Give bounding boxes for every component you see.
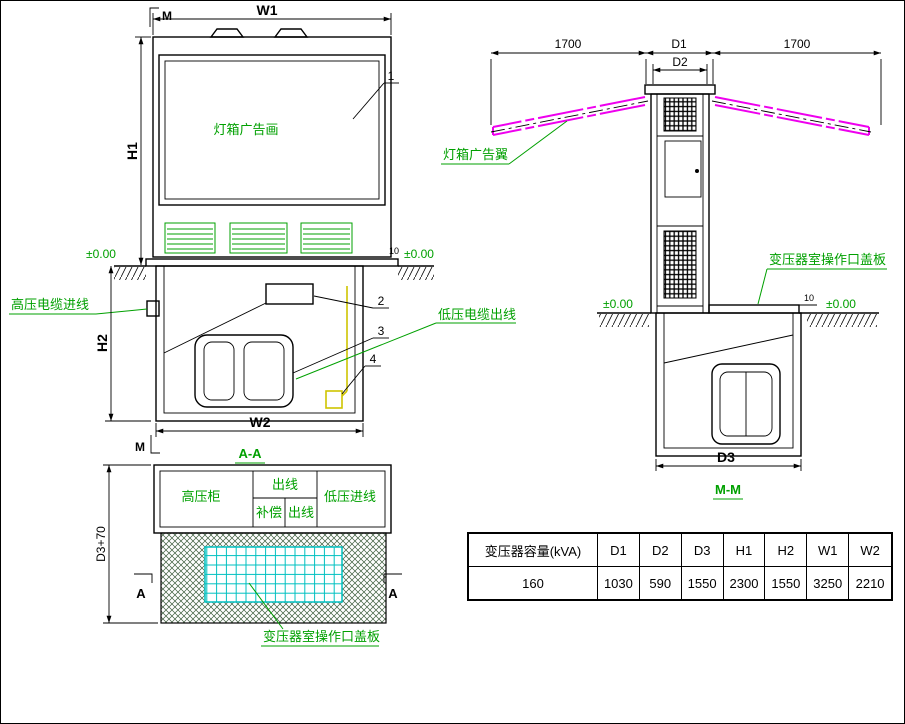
cable-tray-line xyxy=(163,302,267,354)
dim-1700-right-label: 1700 xyxy=(784,37,811,51)
column-cap xyxy=(644,84,716,95)
level-right-label-side: ±0.00 xyxy=(826,297,856,311)
dim-h1-label: H1 xyxy=(124,142,140,160)
door-handle xyxy=(695,169,699,173)
section-marker-m-top: M xyxy=(162,9,172,23)
ad-panel-frame xyxy=(158,54,386,206)
section-title-mm: M-M xyxy=(715,482,741,497)
level-right-label: ±0.00 xyxy=(404,247,434,261)
dim-1700-left-label: 1700 xyxy=(555,37,582,51)
table-value-cell: 2210 xyxy=(855,575,885,591)
level-left-label: ±0.00 xyxy=(86,247,116,261)
side-view: 1700 D1 1700 D2 灯箱广告翼 xyxy=(441,37,887,500)
table-header-cell: D3 xyxy=(681,534,724,567)
roof-vent-right xyxy=(273,28,309,38)
table-header-row: 变压器容量(kVA) D1 D2 D3 H1 H2 W1 W2 xyxy=(469,534,891,567)
offset-10-label: 10 xyxy=(389,246,399,256)
ad-panel-inner xyxy=(164,60,380,200)
lv-cable-out-label: 低压电缆出线 xyxy=(438,307,516,322)
table-header-cell: W1 xyxy=(807,534,850,567)
section-cut-mark-a-right xyxy=(383,573,402,583)
ground-hatch-right-side xyxy=(807,314,877,327)
plan-view: 高压柜 出线 补偿 出线 低压进线 D3+70 A A 变压器室操作口盖板 xyxy=(94,464,402,647)
ground-hatch-left xyxy=(114,267,146,280)
table-value-cell: 1550 xyxy=(765,567,808,599)
dim-w1-label: W1 xyxy=(257,2,278,18)
offset-10-label-side: 10 xyxy=(804,293,814,303)
table-header-cell: D2 xyxy=(639,534,682,567)
section-title-aa: A-A xyxy=(238,446,262,461)
transformer-side xyxy=(711,363,781,445)
callout-3: 3 xyxy=(378,324,385,338)
table-header-cell: H2 xyxy=(765,534,808,567)
hv-cable-in-label: 高压电缆进线 xyxy=(11,297,89,312)
dim-h2-label: H2 xyxy=(94,334,110,352)
lv-cable-box xyxy=(325,390,343,409)
lv-incoming-label: 低压进线 xyxy=(324,489,376,504)
column-door xyxy=(664,140,702,198)
section-marker-a-right: A xyxy=(388,586,398,601)
table-value-cell: 590 xyxy=(640,567,682,599)
table-value-cell: 1030 xyxy=(598,567,640,599)
wing-label: 灯箱广告翼 xyxy=(443,147,508,162)
table-header-cell: H1 xyxy=(723,534,766,567)
hv-cable-entry xyxy=(146,300,160,317)
outgoing-bottom-label: 出线 xyxy=(288,505,314,520)
outgoing-top-label: 出线 xyxy=(272,477,298,492)
callout-4: 4 xyxy=(370,352,377,366)
lightbox-ad-label: 灯箱广告画 xyxy=(213,122,278,137)
table-value-row: 160 1030 590 1550 2300 1550 3250 2210 xyxy=(469,567,891,599)
table-value-cell: 160 xyxy=(469,567,598,599)
ad-wing-left xyxy=(490,96,649,136)
callout-1: 1 xyxy=(388,69,395,83)
section-cut-mark-bottom xyxy=(150,435,160,454)
cover-plate-label: 变压器室操作口盖板 xyxy=(769,252,886,267)
dim-d1-label: D1 xyxy=(671,37,687,51)
cover-plate-label-plan: 变压器室操作口盖板 xyxy=(263,629,380,644)
lightbox-outline xyxy=(152,36,392,258)
ground-hatch-right xyxy=(398,267,434,280)
table-header-cell: W2 xyxy=(849,534,891,567)
dim-d2-label: D2 xyxy=(672,55,688,69)
vent-grille-top xyxy=(663,97,697,132)
callout-2: 2 xyxy=(378,294,385,308)
roof-vent-left xyxy=(209,28,245,38)
louver-panels xyxy=(164,222,353,254)
level-left-label-side: ±0.00 xyxy=(603,297,633,311)
section-marker-a-left: A xyxy=(136,586,146,601)
section-marker-m-bottom: M xyxy=(135,440,145,454)
cover-plate xyxy=(708,304,800,314)
underground-chamber xyxy=(155,265,364,422)
dim-d3-70-label: D3+70 xyxy=(94,526,108,562)
table-value-cell: 3250 xyxy=(807,567,850,599)
table-value-cell: 1550 xyxy=(682,567,724,599)
vent-grille-bottom xyxy=(663,230,697,299)
base-plate xyxy=(145,258,399,267)
section-cut-mark-top xyxy=(149,7,159,27)
compensation-label: 补偿 xyxy=(256,505,282,520)
hv-cabinet-label: 高压柜 xyxy=(181,489,220,504)
table-value-cell: 2300 xyxy=(724,567,766,599)
transformer-front xyxy=(194,334,294,408)
dim-d3-label: D3 xyxy=(717,449,735,465)
table-header-cell: D1 xyxy=(598,534,640,567)
section-cut-mark-a-left xyxy=(134,573,153,583)
table-header-cell: 变压器容量(kVA) xyxy=(469,534,598,567)
underground-chamber-side xyxy=(655,312,802,457)
front-view: M W1 灯箱广告画 1 xyxy=(9,2,516,464)
cover-grid xyxy=(204,546,343,603)
junction-box xyxy=(265,283,314,305)
spec-table: 变压器容量(kVA) D1 D2 D3 H1 H2 W1 W2 160 1030… xyxy=(467,532,893,601)
ad-wing-right xyxy=(711,96,872,136)
ground-hatch-left-side xyxy=(599,314,649,327)
dim-w2-label: W2 xyxy=(250,414,271,430)
